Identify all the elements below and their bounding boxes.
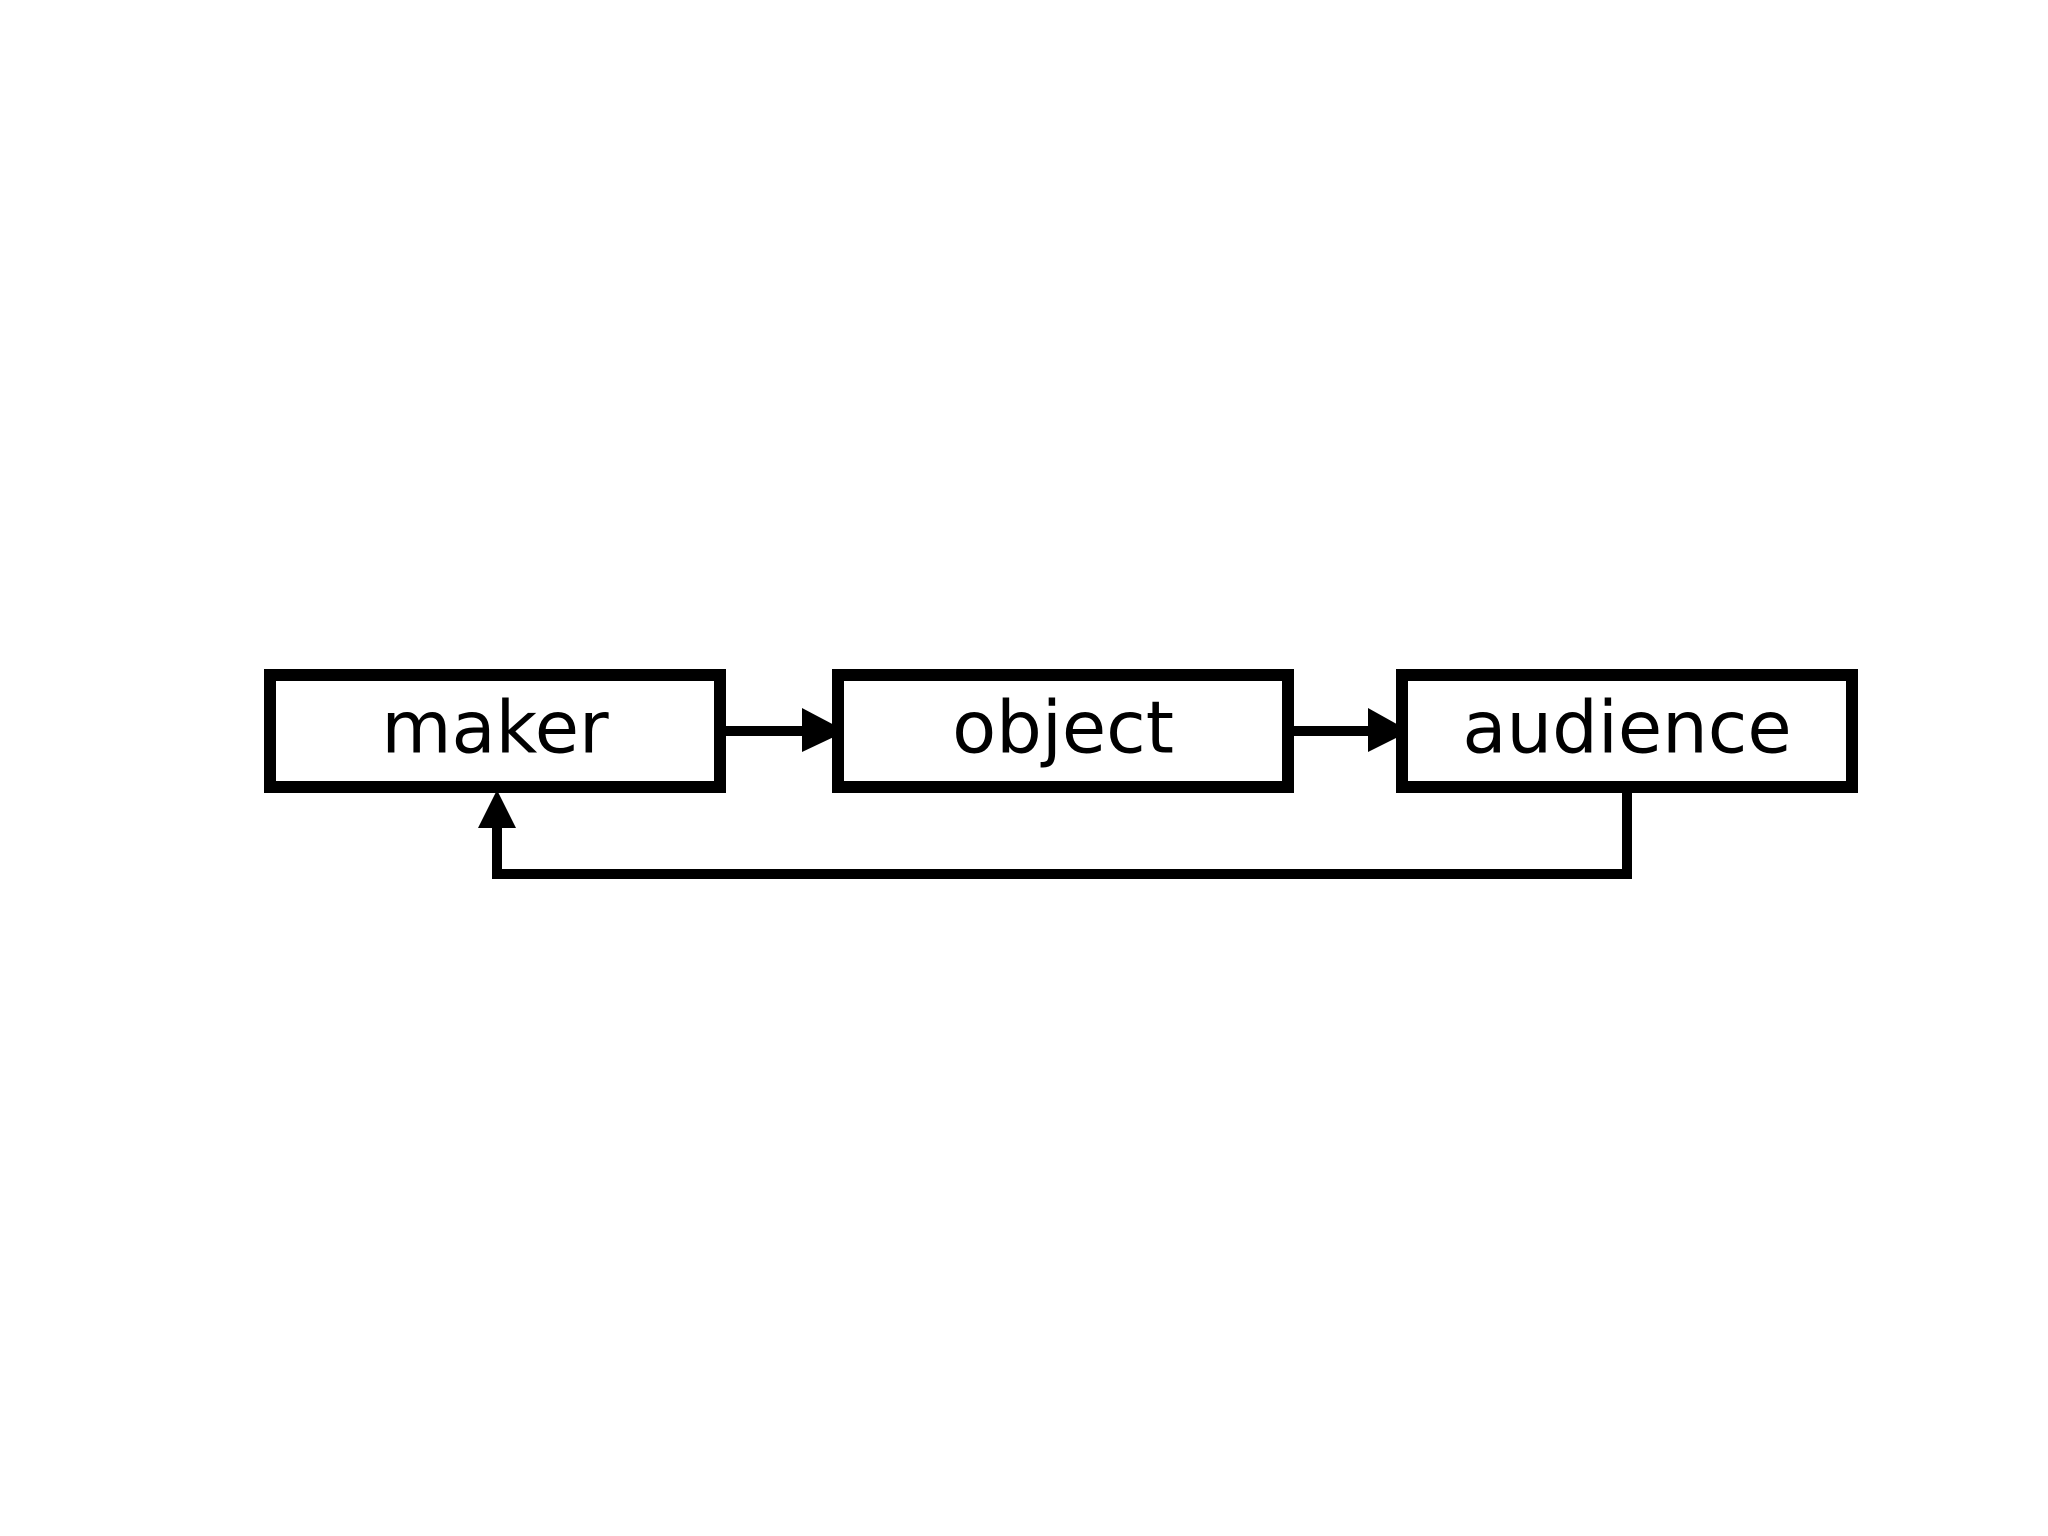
arrow-up-icon: [478, 790, 516, 828]
node-audience-label: audience: [1462, 686, 1791, 770]
node-object: object: [832, 669, 1294, 793]
arrow-right-icon: [802, 708, 838, 752]
node-maker: maker: [264, 669, 726, 793]
edge-maker-to-object: [726, 708, 838, 752]
node-object-box: [832, 669, 1294, 793]
node-object-label: object: [952, 686, 1174, 770]
edge-object-to-audience: [1294, 708, 1402, 752]
arrow-right-icon: [1368, 708, 1402, 752]
node-audience: audience: [1396, 669, 1858, 793]
edge-feedback-line: [492, 793, 1632, 879]
node-maker-label: maker: [381, 686, 609, 770]
node-audience-box: [1396, 669, 1858, 793]
edge-audience-to-maker: [478, 790, 1632, 879]
node-maker-box: [264, 669, 726, 793]
